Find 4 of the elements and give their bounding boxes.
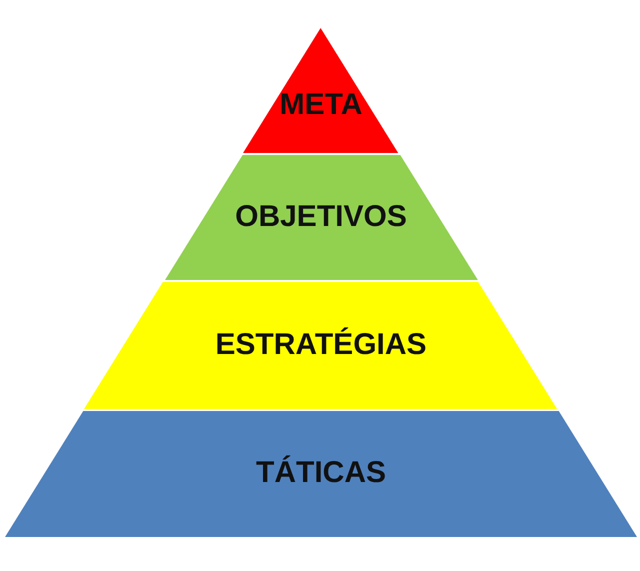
- tier-label: TÁTICAS: [255, 456, 387, 490]
- tier-label: OBJETIVOS: [234, 200, 408, 234]
- tier-label: META: [278, 88, 364, 122]
- tier-label: ESTRATÉGIAS: [214, 328, 428, 362]
